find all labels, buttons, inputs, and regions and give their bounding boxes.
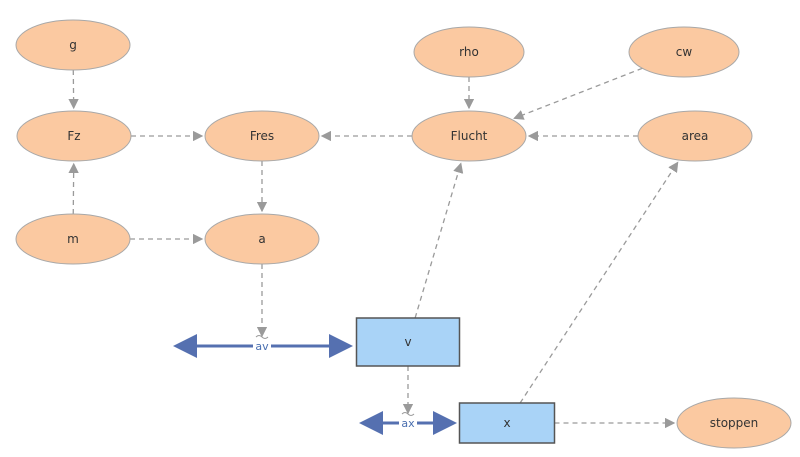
variable-g[interactable]: g xyxy=(15,19,131,71)
variable-a-shape[interactable] xyxy=(204,213,320,265)
variable-a[interactable]: a xyxy=(204,213,320,265)
variable-Fres[interactable]: Fres xyxy=(204,110,320,162)
link-x-to-area xyxy=(519,161,679,404)
variable-cw[interactable]: cw xyxy=(628,26,740,78)
link-v-to-Flucht xyxy=(414,162,464,319)
flow-ax-label: ax xyxy=(401,417,415,430)
variable-Flucht-label: Flucht xyxy=(451,129,488,143)
variable-stoppen-shape[interactable] xyxy=(676,397,792,449)
variable-area-shape[interactable] xyxy=(637,110,753,162)
stock-v[interactable]: v xyxy=(355,317,461,367)
variable-rho[interactable]: rho xyxy=(413,26,525,78)
variable-m-label: m xyxy=(67,232,79,246)
variable-g-shape[interactable] xyxy=(15,19,131,71)
variable-rho-shape[interactable] xyxy=(413,26,525,78)
stock-x[interactable]: x xyxy=(458,402,556,444)
variable-Fz-label: Fz xyxy=(67,129,80,143)
variable-Fz-shape[interactable] xyxy=(16,110,132,162)
variable-Flucht[interactable]: Flucht xyxy=(411,110,527,162)
variable-Fz[interactable]: Fz xyxy=(16,110,132,162)
variable-g-label: g xyxy=(69,38,77,52)
stock-v-shape[interactable] xyxy=(355,317,461,367)
variable-Fres-shape[interactable] xyxy=(204,110,320,162)
stock-v-label: v xyxy=(404,335,411,349)
variable-area[interactable]: area xyxy=(637,110,753,162)
flow-ax-valve-icon[interactable] xyxy=(401,412,415,416)
variable-Fres-label: Fres xyxy=(250,129,274,143)
variable-rho-label: rho xyxy=(459,45,479,59)
variable-stoppen-label: stoppen xyxy=(710,416,759,430)
variable-m-shape[interactable] xyxy=(15,213,131,265)
flow-av-label-bg xyxy=(253,339,271,352)
flow-av-label: av xyxy=(255,340,269,353)
flow-ax-label-bg xyxy=(399,416,417,429)
variable-Flucht-shape[interactable] xyxy=(411,110,527,162)
variable-a-label: a xyxy=(258,232,265,246)
link-cw-to-Flucht xyxy=(513,67,643,120)
variable-m[interactable]: m xyxy=(15,213,131,265)
variable-cw-shape[interactable] xyxy=(628,26,740,78)
variable-cw-label: cw xyxy=(676,45,693,59)
stock-x-label: x xyxy=(503,416,510,430)
variable-area-label: area xyxy=(682,129,709,143)
flow-av-valve-icon[interactable] xyxy=(255,335,269,339)
variable-stoppen[interactable]: stoppen xyxy=(676,397,792,449)
stock-x-shape[interactable] xyxy=(458,402,556,444)
